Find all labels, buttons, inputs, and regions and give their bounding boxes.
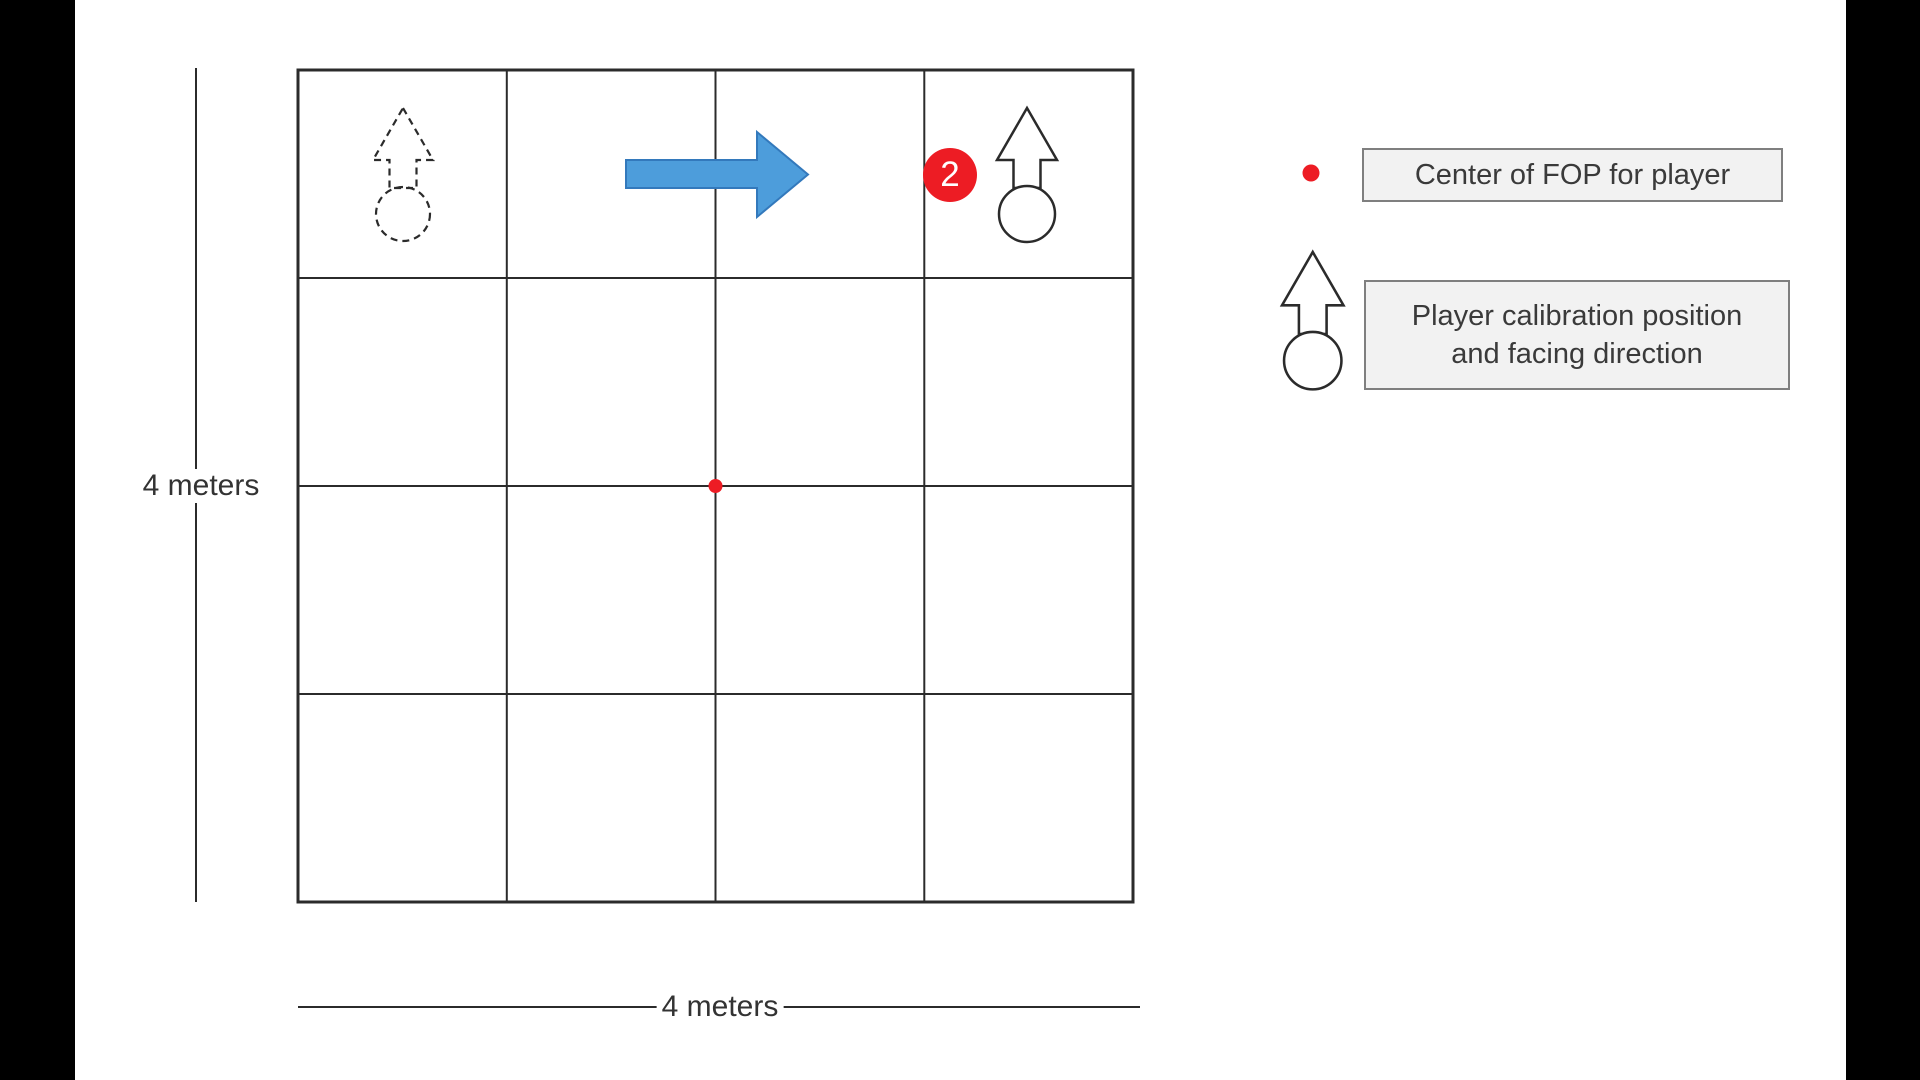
legend-calibration-text-line2: and facing direction: [1451, 338, 1703, 370]
movement-arrow-icon: [625, 129, 810, 220]
player-previous-position-icon: [371, 105, 435, 243]
screen-edge-bar-left: [0, 0, 75, 1080]
player-calibration-icon: [994, 105, 1060, 244]
center-fop-dot: [708, 479, 723, 493]
player-number-badge-circle: [923, 148, 977, 202]
legend-center-fop-box: Center of FOP for player: [1362, 148, 1783, 202]
height-dimension-label: 4 meters: [137, 469, 265, 503]
legend-calibration-text-line1: Player calibration position: [1411, 300, 1743, 332]
legend-center-fop-text: Center of FOP for player: [1414, 158, 1731, 191]
width-dimension-label: 4 meters: [656, 990, 784, 1024]
legend-center-fop-dot: [1302, 164, 1320, 182]
fop-grid: [296, 68, 1135, 904]
player-number-badge: 2: [940, 154, 960, 194]
legend-calibration-box: Player calibration position and facing d…: [1364, 280, 1790, 390]
legend-player-calibration-icon: [1279, 249, 1346, 391]
screen-edge-bar-right: [1846, 0, 1920, 1080]
